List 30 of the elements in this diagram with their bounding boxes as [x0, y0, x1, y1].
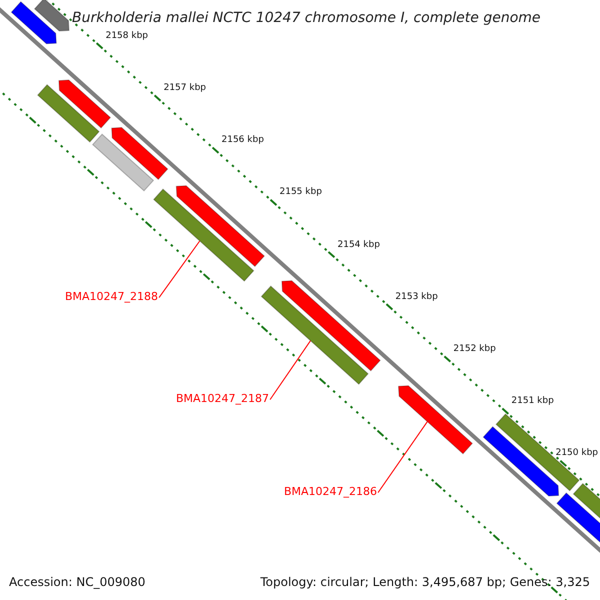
gene-bar	[260, 285, 369, 385]
gene-label: BMA10247_2188	[65, 291, 158, 302]
scale-label: 2156 kbp	[222, 136, 264, 146]
scale-label: 2154 kbp	[338, 240, 380, 250]
scale-label: 2150 kbp	[556, 449, 598, 458]
summary-text: Topology: circular; Length: 3,495,687 bp; Genes: 3,325	[260, 576, 590, 588]
leader-line	[270, 340, 311, 400]
gene-feature	[281, 280, 381, 372]
scale-label: 2155 kbp	[280, 188, 322, 198]
gene-label: BMA10247_2186	[284, 486, 378, 497]
scale-label: 2151 kbp	[511, 397, 554, 406]
gene-bar	[153, 188, 254, 282]
gene-feature	[176, 185, 265, 268]
gene-label: BMA10247_2187	[176, 393, 270, 404]
gene-feature	[58, 79, 112, 129]
scale-label: 2153 kbp	[395, 292, 438, 302]
scale-label: 2157 kbp	[164, 84, 206, 93]
gene-bar	[92, 134, 154, 192]
gene-feature	[10, 1, 57, 44]
scale-label: 2152 kbp	[453, 345, 496, 354]
leader-line	[158, 240, 200, 298]
gene-feature	[111, 126, 168, 180]
gene-feature	[34, 0, 70, 32]
accession-text: Accession: NC_009080	[9, 576, 146, 588]
gene-bar	[37, 84, 100, 143]
gene-bar	[495, 413, 580, 492]
title: Burkholderia mallei NCTC 10247 chromosome I, complete genome	[72, 11, 541, 25]
leader-line	[378, 421, 428, 494]
gene-feature	[398, 385, 473, 454]
scale-label: 2158 kbp	[106, 32, 148, 41]
